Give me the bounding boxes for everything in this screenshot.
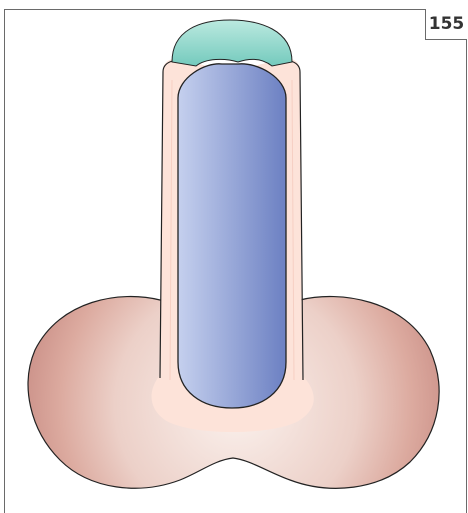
cap bbox=[172, 20, 292, 66]
inner-core bbox=[178, 64, 286, 408]
